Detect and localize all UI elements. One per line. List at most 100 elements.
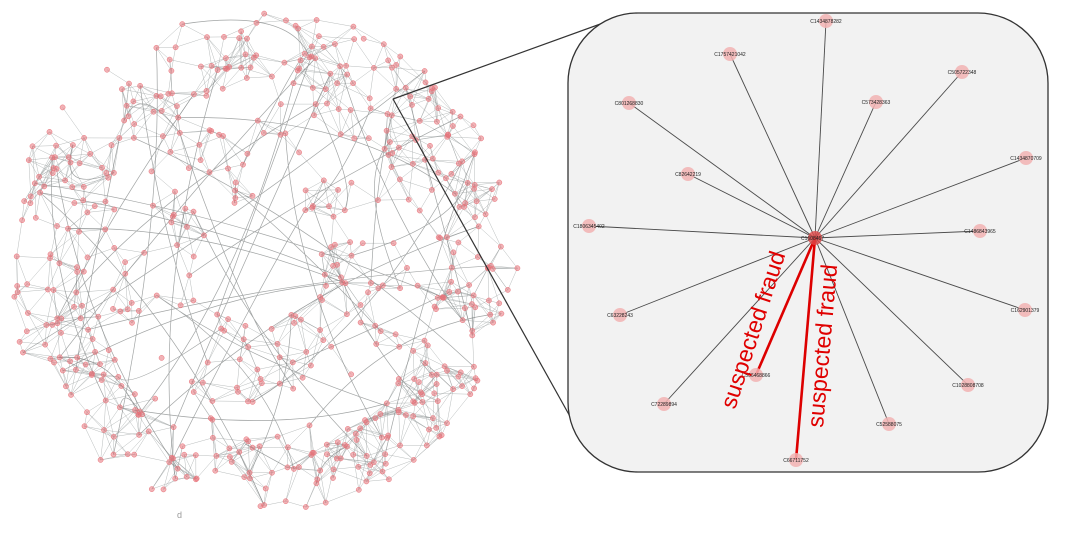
network-node	[14, 283, 21, 289]
zoom-node-label: C573428363	[862, 100, 891, 106]
network-node	[405, 196, 412, 203]
network-node	[387, 139, 393, 145]
network-node	[302, 207, 309, 213]
network-node	[219, 85, 226, 92]
zoom-node-label: C1434870709	[1010, 156, 1042, 162]
network-node	[21, 198, 28, 204]
network-node	[268, 326, 275, 332]
network-node	[32, 214, 39, 221]
network-node	[89, 336, 96, 342]
zoom-node-label: C506468866	[742, 373, 771, 379]
network-node	[153, 93, 160, 99]
network-node	[429, 155, 436, 162]
zoom-node	[882, 417, 896, 431]
zoom-edge	[814, 237, 969, 386]
network-node	[368, 280, 374, 286]
zoom-nodes	[582, 14, 1033, 467]
network-node	[69, 184, 76, 190]
network-node	[416, 118, 423, 124]
network-node	[81, 423, 88, 430]
network-node	[322, 86, 329, 92]
network-node	[111, 169, 117, 176]
network-node	[353, 437, 360, 443]
network-node	[333, 455, 340, 462]
network-node	[85, 326, 91, 333]
network-node	[203, 92, 210, 99]
network-node	[302, 187, 309, 194]
network-node	[489, 186, 495, 192]
zoom-edge	[588, 225, 816, 239]
network-node	[357, 425, 364, 432]
network-node	[158, 355, 165, 361]
network-node	[257, 503, 264, 510]
network-node	[378, 434, 385, 441]
network-node	[13, 253, 20, 260]
network-node	[63, 383, 69, 390]
network-node	[347, 239, 353, 245]
network-node	[137, 82, 143, 89]
network-node	[296, 65, 302, 72]
network-node	[243, 75, 250, 81]
network-node	[119, 86, 125, 92]
network-node	[225, 165, 231, 172]
network-node	[65, 154, 72, 161]
network-node	[474, 254, 481, 260]
zoom-node	[961, 378, 975, 392]
network-node	[316, 33, 322, 40]
network-node	[363, 419, 370, 426]
network-node	[208, 128, 215, 134]
network-node	[335, 187, 341, 193]
network-node	[450, 249, 457, 256]
network-node	[435, 105, 442, 111]
network-node	[192, 452, 199, 458]
network-node	[98, 377, 105, 383]
network-node	[299, 374, 306, 381]
network-node	[366, 95, 373, 102]
network-node	[457, 369, 464, 376]
network-node	[226, 64, 232, 70]
network-node	[213, 453, 220, 459]
network-node	[236, 449, 243, 455]
network-node	[320, 177, 327, 184]
network-node	[478, 135, 484, 142]
network-node	[496, 179, 503, 186]
hub-node-marker	[808, 231, 822, 245]
network-node	[482, 211, 489, 218]
network-node	[76, 228, 82, 235]
zoom-node	[749, 368, 763, 382]
network-node	[348, 252, 355, 259]
network-node	[291, 320, 297, 326]
network-node	[350, 80, 356, 87]
zoom-node	[723, 47, 737, 61]
network-node	[261, 10, 268, 17]
network-node	[71, 303, 77, 310]
network-node	[410, 413, 417, 420]
network-node	[277, 101, 284, 107]
network-node	[245, 344, 252, 350]
network-node	[444, 133, 451, 140]
network-node	[459, 317, 466, 324]
network-node	[504, 287, 511, 293]
network-node	[70, 142, 76, 148]
network-node	[357, 302, 364, 308]
network-node	[496, 300, 503, 307]
zoom-edge	[663, 237, 816, 405]
network-node	[56, 354, 63, 361]
network-node	[20, 349, 26, 356]
zoom-node-label: C63228243	[607, 313, 633, 319]
network-node	[317, 327, 323, 333]
network-node	[334, 439, 341, 446]
zoom-node-label: C1028808708	[952, 383, 984, 389]
hub-node: C1608467	[801, 231, 824, 245]
network-node	[473, 198, 480, 205]
zoom-edge	[814, 101, 877, 239]
network-node	[254, 117, 261, 124]
network-node	[42, 341, 49, 348]
network-node	[410, 348, 417, 354]
network-node	[298, 316, 304, 323]
network-node	[277, 131, 284, 138]
network-node	[110, 286, 117, 293]
network-node	[73, 366, 79, 373]
network-node	[459, 158, 466, 165]
network-node	[132, 391, 138, 397]
